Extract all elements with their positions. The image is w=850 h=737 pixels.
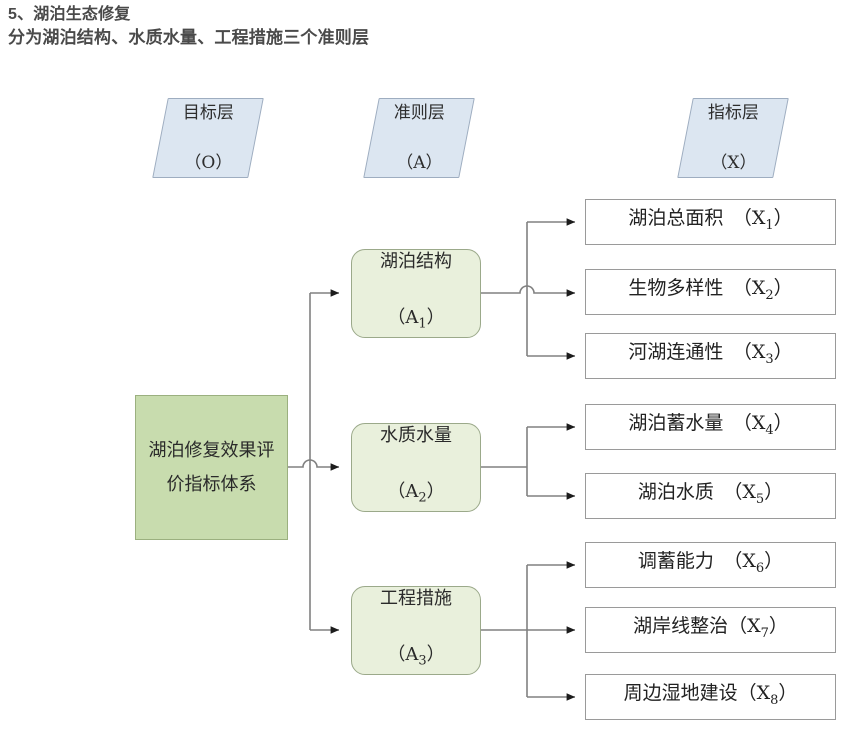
layer-header-indicator-code: （X） xyxy=(709,152,757,173)
goal-box-label: 湖泊修复效果评价指标体系 xyxy=(148,439,275,495)
indicator-x6-title: 调蓄能力 xyxy=(637,550,714,573)
heading-line-2: 分为湖泊结构、水质水量、工程措施三个准则层 xyxy=(8,28,370,47)
criteria-a3-code: （A3） xyxy=(387,644,445,669)
indicator-x4-title: 湖泊蓄水量 xyxy=(628,412,724,435)
layer-header-goal: 目标层 （O） xyxy=(152,98,264,178)
indicator-x1-title: 湖泊总面积 xyxy=(628,207,724,230)
criteria-box-a2[interactable]: 水质水量 （A2） xyxy=(351,423,481,512)
indicator-box-x5[interactable]: 湖泊水质 （X5） xyxy=(585,473,836,519)
heading-block: 5、湖泊生态修复 分为湖泊结构、水质水量、工程措施三个准则层 xyxy=(8,4,708,50)
indicator-box-x1[interactable]: 湖泊总面积 （X1） xyxy=(585,199,836,245)
layer-header-goal-title: 目标层 xyxy=(182,102,234,123)
criteria-a1-code: （A1） xyxy=(387,307,445,332)
criteria-box-a1[interactable]: 湖泊结构 （A1） xyxy=(351,249,481,338)
indicator-x5-title: 湖泊水质 xyxy=(637,481,714,504)
indicator-box-x7[interactable]: 湖岸线整治（X7） xyxy=(585,607,836,653)
criteria-a3-title: 工程措施 xyxy=(380,588,452,610)
indicator-box-x2[interactable]: 生物多样性 （X2） xyxy=(585,269,836,315)
criteria-a2-code: （A2） xyxy=(387,481,445,506)
indicator-box-x6[interactable]: 调蓄能力 （X6） xyxy=(585,542,836,588)
indicator-box-x8[interactable]: 周边湿地建设（X8） xyxy=(585,674,836,720)
indicator-x7-title: 湖岸线整治 xyxy=(633,615,729,638)
indicator-x8-title: 周边湿地建设 xyxy=(623,682,738,705)
layer-header-indicator-title: 指标层 xyxy=(707,102,759,123)
indicator-box-x3[interactable]: 河湖连通性 （X3） xyxy=(585,333,836,379)
heading-line-1: 5、湖泊生态修复 xyxy=(8,6,131,23)
goal-box[interactable]: 湖泊修复效果评价指标体系 xyxy=(135,395,288,540)
indicator-x2-title: 生物多样性 xyxy=(628,277,724,300)
layer-header-criteria: 准则层 （A） xyxy=(363,98,475,178)
wire-goal-to-trunk xyxy=(288,459,340,471)
layer-header-criteria-title: 准则层 xyxy=(393,102,445,123)
wire-a1-stem xyxy=(481,285,576,297)
criteria-box-a3[interactable]: 工程措施 （A3） xyxy=(351,586,481,675)
criteria-a2-title: 水质水量 xyxy=(380,425,452,447)
layer-header-criteria-code: （A） xyxy=(395,152,443,173)
layer-header-goal-code: （O） xyxy=(184,152,232,173)
layer-header-indicator: 指标层 （X） xyxy=(677,98,789,178)
indicator-box-x4[interactable]: 湖泊蓄水量 （X4） xyxy=(585,404,836,450)
criteria-a1-title: 湖泊结构 xyxy=(380,251,452,273)
indicator-x3-title: 河湖连通性 xyxy=(628,341,724,364)
